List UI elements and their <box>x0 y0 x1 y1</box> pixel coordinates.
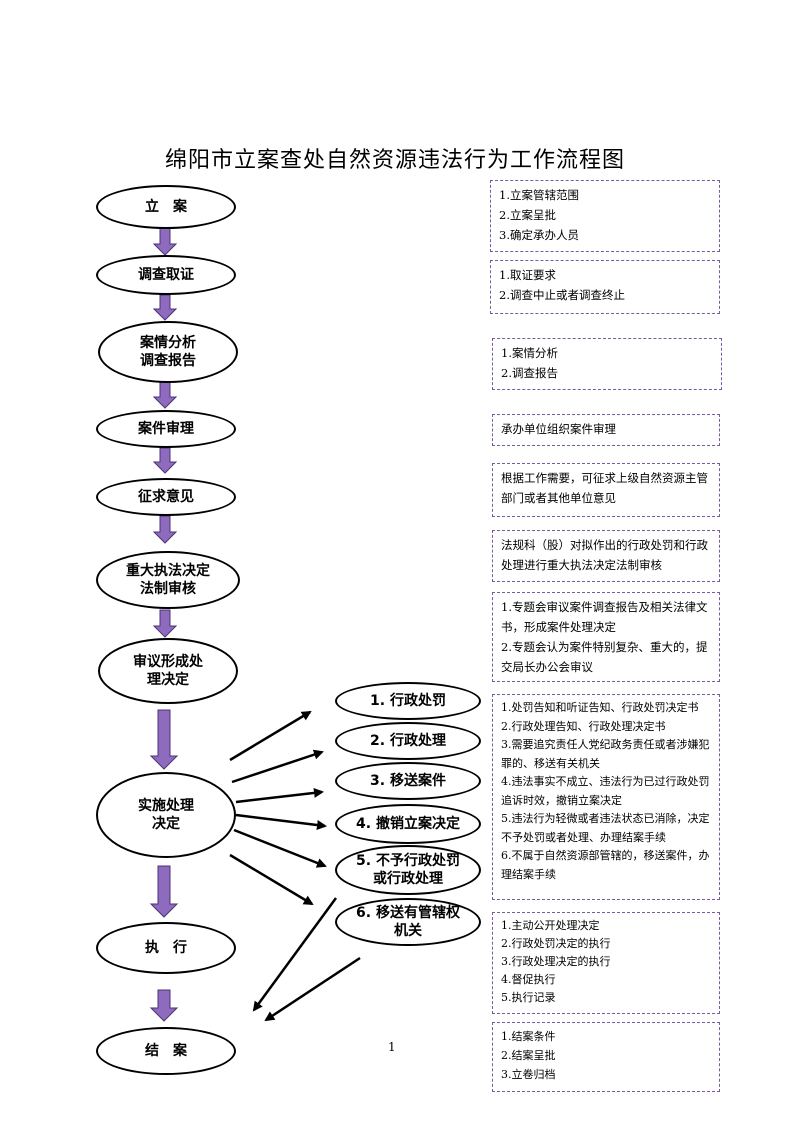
down-arrow-8 <box>149 865 179 918</box>
step-investigation: 调查取证 <box>96 255 236 295</box>
page-number: 1 <box>388 1040 396 1054</box>
down-arrow-7 <box>149 709 179 770</box>
branch-transfer-case: 3. 移送案件 <box>335 762 481 800</box>
branch-arrows <box>229 710 361 1022</box>
down-arrows <box>149 227 179 1022</box>
note-case-analysis: 1.案情分析 2.调查报告 <box>492 338 722 390</box>
down-arrow-9 <box>149 989 179 1022</box>
page-title: 绵阳市立案查处自然资源违法行为工作流程图 <box>164 148 625 173</box>
step-implement-decision: 实施处理 决定 <box>96 772 236 858</box>
step-solicit-opinions: 征求意见 <box>96 478 236 516</box>
step-case-review: 案件审理 <box>96 410 236 448</box>
down-arrow-4 <box>152 447 178 474</box>
return-arrow-1 <box>252 897 338 1012</box>
branch-arrow-4 <box>235 813 327 830</box>
branch-transfer-jurisdiction: 6. 移送有管辖权 机关 <box>335 898 481 946</box>
note-solicit-opinions: 根据工作需要，可征求上级自然资源主管部门或者其他单位意见 <box>492 463 720 517</box>
down-arrow-5 <box>152 515 178 544</box>
note-execution: 1.主动公开处理决定 2.行政处罚决定的执行 3.行政处理决定的执行 4.督促执… <box>492 912 720 1014</box>
note-filing: 1.立案管辖范围 2.立案呈批 3.确定承办人员 <box>490 180 720 252</box>
down-arrow-2 <box>152 294 178 321</box>
branch-administrative-penalty: 1. 行政处罚 <box>335 682 481 720</box>
branch-administrative-handling: 2. 行政处理 <box>335 722 481 760</box>
branch-revoke-filing: 4. 撤销立案决定 <box>335 804 481 844</box>
branch-arrow-5 <box>233 828 327 868</box>
down-arrow-1 <box>152 227 178 256</box>
step-deliberation: 审议形成处 理决定 <box>98 638 238 704</box>
branch-arrow-2 <box>231 749 324 784</box>
note-implement-decision: 1.处罚告知和听证告知、行政处罚决定书 2.行政处理告知、行政处理决定书 3.需… <box>492 694 720 900</box>
note-investigation: 1.取证要求 2.调查中止或者调查终止 <box>490 260 720 314</box>
step-filing: 立 案 <box>96 185 236 229</box>
note-case-review: 承办单位组织案件审理 <box>492 414 720 446</box>
note-deliberation: 1.专题会审议案件调查报告及相关法律文书，形成案件处理决定 2.专题会认为案件特… <box>492 592 720 682</box>
step-execution: 执 行 <box>96 922 236 974</box>
down-arrow-3 <box>152 381 178 409</box>
note-case-closing: 1.结案条件 2.结案呈批 3.立卷归档 <box>492 1022 720 1092</box>
branch-arrow-6 <box>229 853 314 906</box>
return-arrow-2 <box>264 956 361 1022</box>
branch-arrow-1 <box>229 710 312 762</box>
branch-no-penalty: 5. 不予行政处罚 或行政处理 <box>335 845 481 895</box>
down-arrow-6 <box>152 609 178 638</box>
step-case-analysis: 案情分析 调查报告 <box>98 321 238 383</box>
step-case-closing: 结 案 <box>96 1027 236 1075</box>
branch-arrow-3 <box>235 787 324 804</box>
note-legal-review: 法规科（股）对拟作出的行政处罚和行政处理进行重大执法决定法制审核 <box>492 530 720 582</box>
step-legal-review: 重大执法决定 法制审核 <box>96 551 240 609</box>
